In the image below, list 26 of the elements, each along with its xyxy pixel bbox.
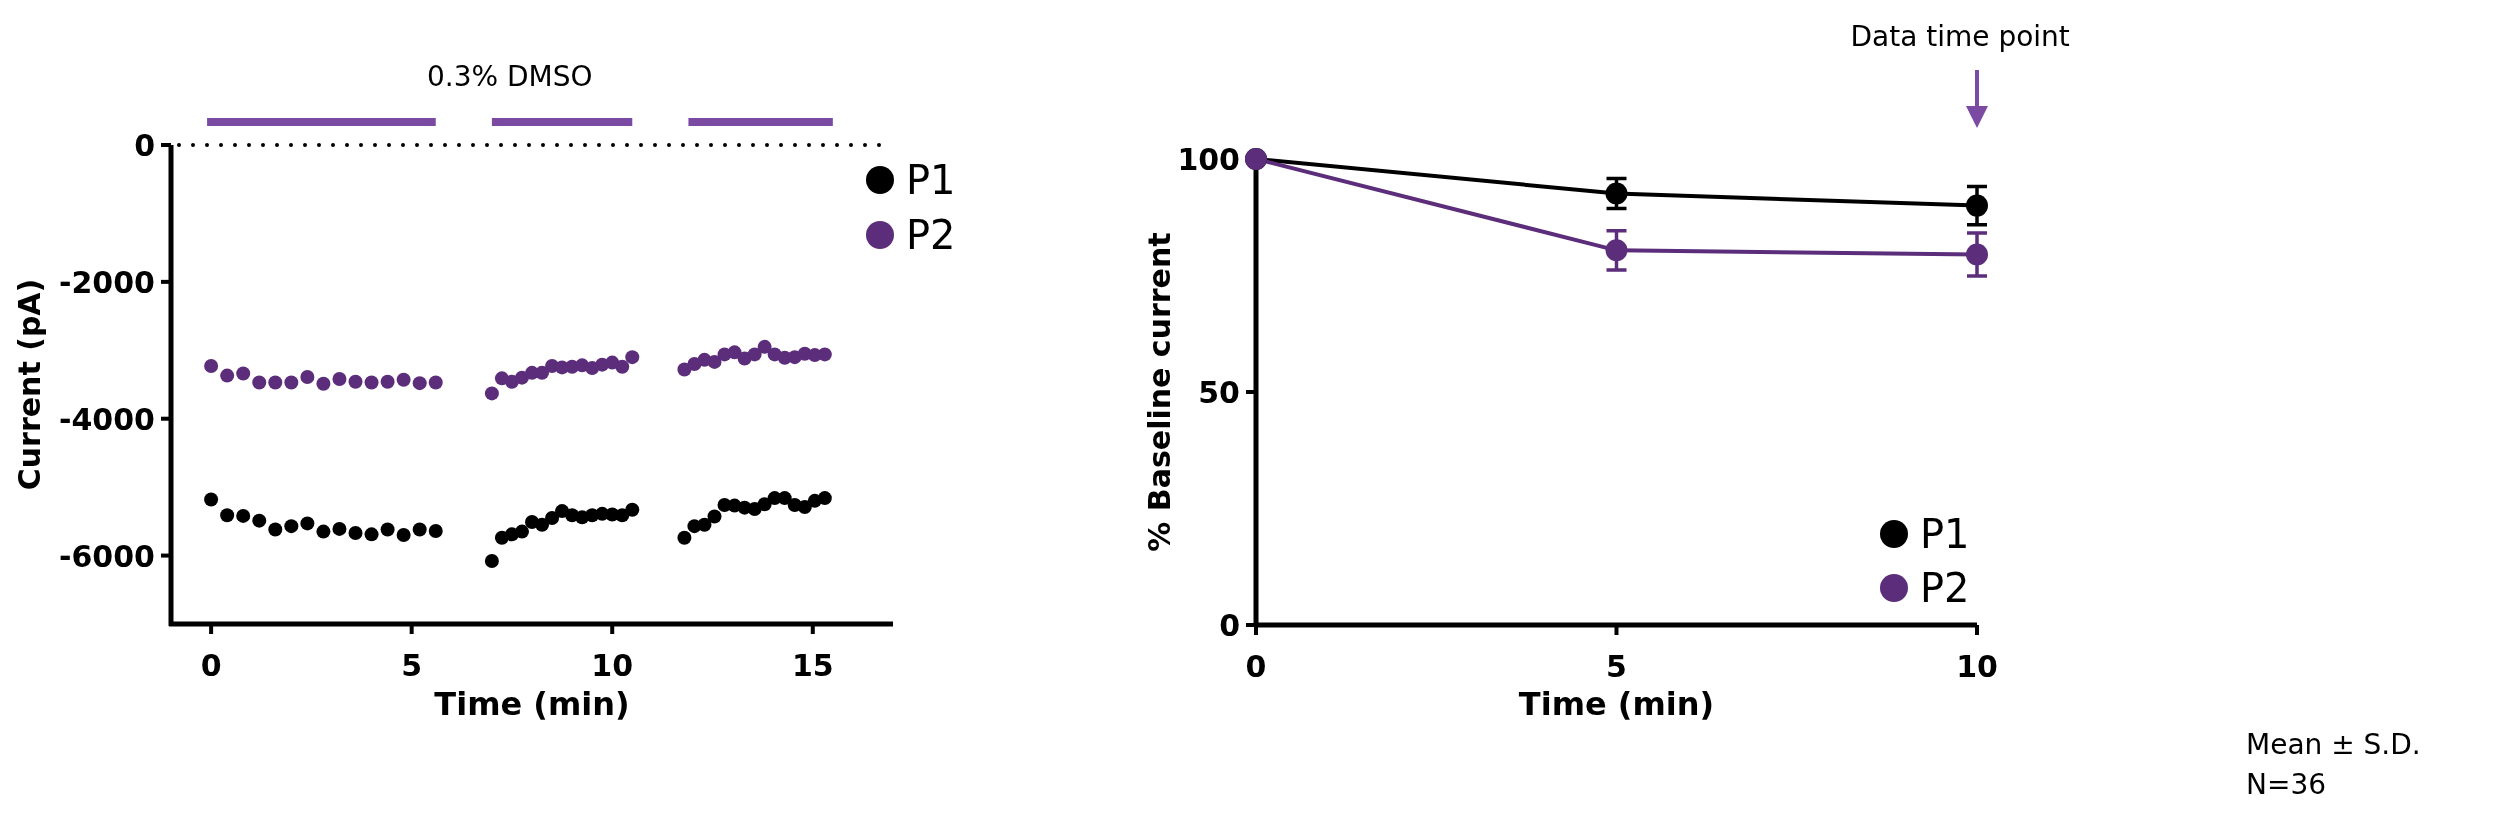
axis-title: % Baseline current [1142,232,1177,552]
note: Mean ± S.D. [2246,728,2421,762]
tick-label: 10 [591,648,634,683]
tick-label: -6000 [59,538,155,574]
legend-label: P1 [1920,511,1970,557]
tick-label: 5 [401,648,423,683]
tick-label: 50 [1198,375,1240,410]
legend-label: P2 [906,212,956,258]
tick-label: 0 [1245,649,1267,684]
tick-label: 0 [1219,608,1240,643]
tick-label: -4000 [59,401,155,437]
note: N=36 [2246,768,2327,802]
tick-label: 100 [1177,142,1240,177]
tick-label: 10 [1956,649,1998,684]
axis-title: Time (min) [434,685,630,723]
tick-label: 5 [1606,649,1627,684]
axis-title: Current (pA) [12,278,47,491]
axis-title: Time (min) [1518,685,1715,723]
tick-label: 15 [791,648,834,683]
legend-label: P2 [1920,565,1970,611]
tick-label: 0 [134,128,155,163]
tick-label: -2000 [59,264,155,300]
legend-label: P1 [906,157,956,203]
tick-label: 0 [200,648,222,683]
treatment-label: 0.3% DMSO [427,60,593,94]
annotation-label: Data time point [1850,20,2070,54]
